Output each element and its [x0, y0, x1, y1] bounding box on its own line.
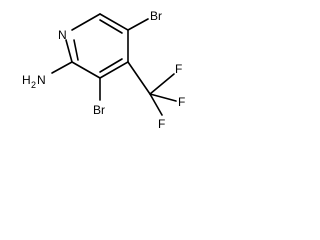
bond-n-c6 — [71, 13, 101, 31]
structure-diagram: N Br Br H 2 N F F F — [0, 0, 204, 138]
bond-cf3-f-bottom — [149, 93, 163, 116]
amine-n-label: N — [37, 73, 46, 87]
double-bond-c6-c5 — [99, 19, 123, 34]
bond-c2-n — [65, 39, 73, 63]
double-bond-c4-c3 — [99, 58, 123, 73]
bond-c3-c2 — [71, 61, 101, 79]
bond-cf3-f-top — [149, 73, 175, 95]
fluorine-right-label: F — [178, 95, 185, 109]
bond-c4-cf3 — [127, 61, 151, 95]
bromine-top-label: Br — [150, 9, 162, 23]
bromine-bottom-label: Br — [93, 103, 105, 117]
amine-h-label: H — [22, 73, 31, 87]
bond-c6-c5 — [99, 13, 129, 31]
ring-nitrogen-label: N — [58, 28, 67, 42]
molecule-svg: N Br Br H 2 N F F F — [22, 9, 185, 131]
fluorine-bottom-label: F — [158, 117, 165, 131]
amine-subscript-label: 2 — [31, 80, 36, 90]
bond-c2-nh2 — [51, 61, 73, 74]
double-bond-c2-n — [73, 39, 79, 61]
fluorine-top-label: F — [175, 62, 182, 76]
bond-cf3-f-right — [149, 93, 177, 102]
bond-c5-br — [127, 18, 149, 31]
bond-c4-c3 — [99, 61, 129, 79]
